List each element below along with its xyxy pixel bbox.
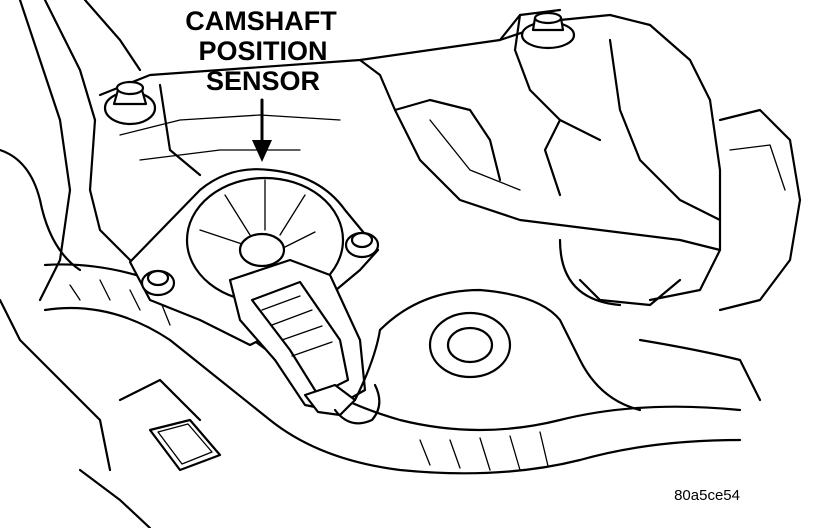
engine-block-casting — [18, 0, 802, 312]
camshaft-position-sensor — [228, 258, 382, 425]
flange-bolt-right — [344, 231, 380, 259]
engine-boss — [428, 311, 512, 379]
label-line-position: POSITION — [198, 36, 327, 66]
wiring-harness — [0, 148, 762, 528]
figure-code: 80a5ce54 — [674, 487, 740, 504]
sensor-callout-label: CAMSHAFT POSITION SENSOR — [185, 6, 337, 96]
callout-arrow — [252, 98, 272, 162]
label-line-camshaft: CAMSHAFT — [185, 6, 337, 36]
bolt-right — [520, 11, 576, 50]
label-line-sensor: SENSOR — [206, 66, 320, 96]
bolt-left — [103, 80, 157, 126]
flange-bolt-left — [140, 269, 176, 297]
